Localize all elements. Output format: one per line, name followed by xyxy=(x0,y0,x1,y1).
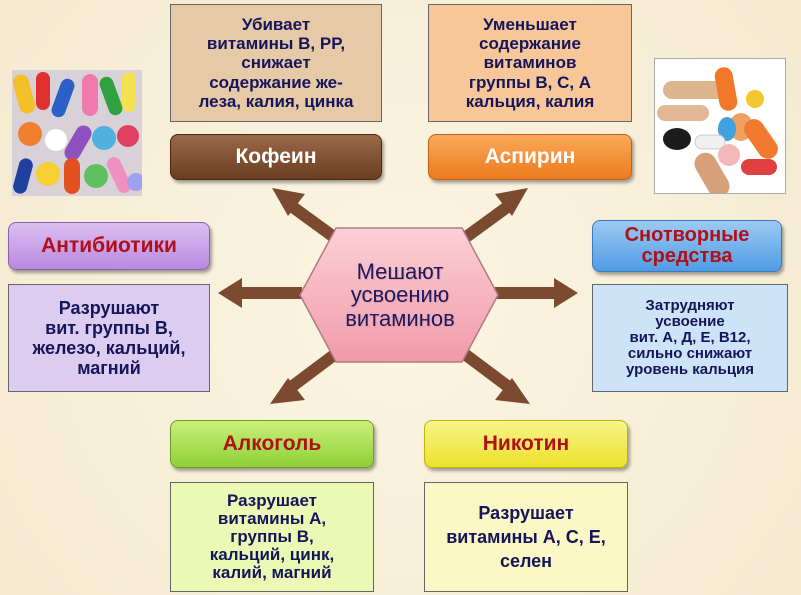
alcohol-label-text: Алкоголь xyxy=(222,432,322,455)
alcohol-desc-line-4: кальций, цинк, xyxy=(209,544,335,564)
nicotine-label: Никотин xyxy=(424,420,628,468)
pills-illustration-right xyxy=(655,59,785,193)
nicotine-description: Разрушает витамины А, С, Е, селен xyxy=(424,482,628,592)
alcohol-label: Алкоголь xyxy=(170,420,374,468)
center-line-2: усвоению xyxy=(350,282,450,308)
pills-illustration-left xyxy=(12,70,142,196)
aspirin-desc-line-4: группы В, С, А xyxy=(468,72,592,92)
nicotine-desc-line-3: селен xyxy=(499,551,553,572)
caffeine-desc-line-3: снижает xyxy=(241,53,311,73)
center-line-1: Мешают xyxy=(356,259,444,285)
antibiotics-desc-line-1: Разрушают xyxy=(58,297,160,318)
nicotine-label-text: Никотин xyxy=(482,432,570,455)
antibiotics-label-text: Антибиотики xyxy=(41,234,177,257)
alcohol-desc-line-2: витамины А, xyxy=(217,509,327,529)
arrow-to-antibiotics xyxy=(218,278,302,308)
sleeping-pills-desc-line-2: усвоение xyxy=(655,312,725,330)
arrow-to-aspirin xyxy=(458,188,528,245)
caffeine-desc-line-1: Убивает xyxy=(241,15,311,35)
aspirin-desc-line-2: содержание xyxy=(479,34,581,54)
antibiotics-description: Разрушают вит. группы В, железо, кальций… xyxy=(8,284,210,392)
antibiotics-desc-line-3: железо, кальций, xyxy=(32,338,186,358)
sleeping-pills-label-line-2: средства xyxy=(641,245,733,267)
arrow-to-sleeping-pills xyxy=(495,278,578,308)
alcohol-desc-line-1: Разрушает xyxy=(226,491,318,511)
sleeping-pills-label: Снотворные средства xyxy=(592,220,782,272)
caffeine-label-text: Кофеин xyxy=(235,145,317,168)
sleeping-pills-desc-line-1: Затрудняют xyxy=(645,296,735,314)
caffeine-desc-line-5: леза, калия, цинка xyxy=(198,91,354,111)
aspirin-desc-line-3: витаминов xyxy=(483,53,577,73)
aspirin-desc-line-5: кальция, калия xyxy=(465,91,595,111)
arrow-to-nicotine xyxy=(458,347,530,404)
caffeine-label: Кофеин xyxy=(170,134,382,180)
caffeine-desc-line-2: витамины B, PP, xyxy=(206,34,346,54)
sleeping-pills-desc-line-3: вит. А, Д, Е, В12, xyxy=(629,328,751,346)
center-text: Мешают усвоению витаминов xyxy=(310,250,490,340)
center-hexagon xyxy=(299,227,499,363)
nicotine-desc-line-2: витамины А, С, Е, xyxy=(446,526,606,547)
alcohol-description: Разрушает витамины А, группы В, кальций,… xyxy=(170,482,374,592)
center-line-3: витаминов xyxy=(345,305,455,331)
sleeping-pills-description: Затрудняют усвоение вит. А, Д, Е, В12, с… xyxy=(592,284,788,392)
aspirin-label-text: Аспирин xyxy=(484,145,576,168)
sleeping-pills-desc-line-5: уровень кальция xyxy=(625,361,755,379)
aspirin-description: Уменьшает содержание витаминов группы В,… xyxy=(428,4,632,122)
pills-photo-right xyxy=(654,58,786,194)
arrow-to-caffeine xyxy=(272,188,342,245)
aspirin-label: Аспирин xyxy=(428,134,632,180)
aspirin-desc-line-1: Уменьшает xyxy=(483,15,577,35)
alcohol-desc-line-3: группы В, xyxy=(230,527,314,547)
nicotine-desc-line-1: Разрушает xyxy=(478,502,574,523)
arrow-to-alcohol xyxy=(270,347,342,404)
antibiotics-desc-line-2: вит. группы В, xyxy=(45,317,173,338)
caffeine-desc-line-4: содержание же- xyxy=(209,72,343,92)
antibiotics-label: Антибиотики xyxy=(8,222,210,270)
antibiotics-desc-line-4: магний xyxy=(77,358,141,379)
sleeping-pills-label-line-1: Снотворные xyxy=(624,224,750,246)
alcohol-desc-line-5: калий, магний xyxy=(212,562,332,582)
caffeine-description: Убивает витамины B, PP, снижает содержан… xyxy=(170,4,382,122)
pills-photo-left xyxy=(12,70,142,196)
sleeping-pills-desc-line-4: сильно снижают xyxy=(627,345,753,363)
